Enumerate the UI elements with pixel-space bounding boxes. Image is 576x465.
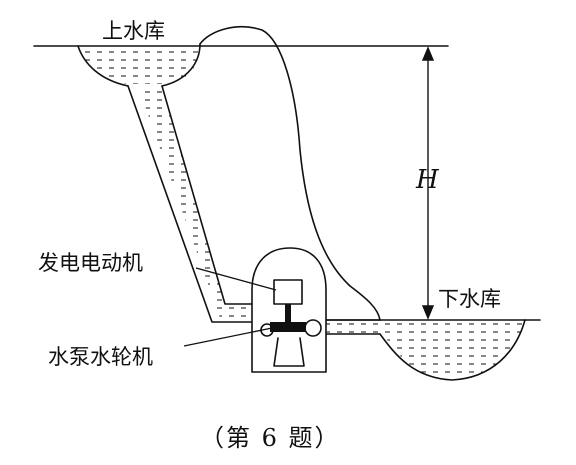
- tailrace-water: [312, 322, 380, 334]
- lower-reservoir-water: [375, 320, 525, 380]
- height-label: H: [415, 165, 440, 195]
- shaft: [285, 304, 291, 324]
- turbine-outlet: [304, 319, 322, 337]
- pump-turbine-label: 水泵水轮机: [48, 345, 153, 369]
- height-arrow-top: [421, 46, 435, 61]
- generator-box: [273, 279, 303, 305]
- height-arrow-bottom: [421, 305, 435, 320]
- upper-reservoir-water: [78, 46, 199, 84]
- lower-reservoir-basin: [379, 319, 526, 381]
- generator-leader: [195, 267, 277, 291]
- penstock-water: [138, 86, 275, 318]
- turbine-leader: [183, 327, 273, 347]
- upper-reservoir-label: 上水库: [102, 19, 165, 43]
- turbine-runner: [270, 322, 306, 332]
- lower-reservoir-label: 下水库: [438, 287, 501, 311]
- generator-motor-label: 发电电动机: [38, 251, 143, 275]
- upper-reservoir-basin-right: [161, 43, 201, 87]
- draft-tube: [273, 337, 305, 367]
- mountain-outline: [199, 26, 381, 321]
- upper-reservoir-basin: [77, 45, 129, 87]
- figure-caption: （第 6 题）: [200, 424, 341, 452]
